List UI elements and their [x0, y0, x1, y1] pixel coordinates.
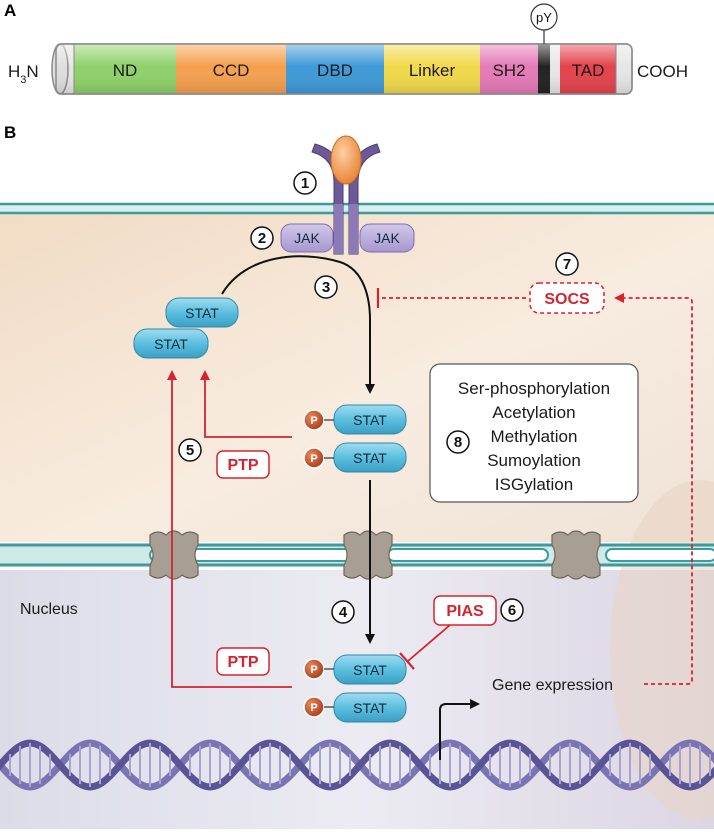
- step-4-marker: 4: [331, 600, 355, 624]
- svg-text:6: 6: [508, 602, 516, 619]
- jak-left-label: JAK: [294, 230, 320, 246]
- step-7-marker: 7: [555, 252, 579, 276]
- pias-label: PIAS: [446, 603, 484, 620]
- pias-box: PIAS: [433, 595, 497, 626]
- stat-dimer-inactive: STAT STAT: [133, 297, 239, 359]
- domain-label-ccd: CCD: [213, 61, 250, 80]
- modifications-box: Ser-phosphorylation Acetylation Methylat…: [429, 363, 639, 503]
- ptp-lower-label: PTP: [227, 654, 258, 671]
- step-6-marker: 6: [500, 598, 524, 622]
- domain-label-dbd: DBD: [317, 61, 353, 80]
- svg-text:P: P: [310, 664, 317, 676]
- stat-label-inactive-2: STAT: [154, 336, 188, 352]
- step-2-marker: 2: [250, 226, 274, 250]
- svg-text:8: 8: [454, 434, 462, 451]
- domain-label-tad: TAD: [572, 61, 605, 80]
- domain-label-sh2: SH2: [492, 61, 525, 80]
- stat-label-active-1: STAT: [353, 412, 387, 428]
- cytokine-ligand: [330, 135, 362, 185]
- stat-domain-bar: ND CCD DBD Linker SH2 TAD: [51, 43, 633, 95]
- activation-arrow: [221, 255, 375, 394]
- panel-a-letter: A: [4, 1, 16, 20]
- svg-text:1: 1: [301, 175, 309, 192]
- step-3-marker: 3: [314, 275, 338, 299]
- svg-text:2: 2: [258, 230, 266, 247]
- stat-label-active-2: STAT: [353, 450, 387, 466]
- svg-text:5: 5: [186, 442, 194, 459]
- nuclear-pore-left: [149, 530, 199, 580]
- stat-dimer-nuclear: STAT STAT P P: [303, 654, 407, 723]
- socs-box: SOCS: [529, 282, 605, 314]
- nucleus-label: Nucleus: [20, 601, 78, 618]
- gene-expression-label: Gene expression: [492, 677, 613, 694]
- modification-item: Ser-phosphorylation: [458, 379, 610, 398]
- domain-label-nd: ND: [113, 61, 138, 80]
- py-site-circle: [530, 3, 558, 31]
- svg-text:P: P: [310, 415, 317, 427]
- pias-inhibition-bar: [399, 652, 415, 670]
- socs-label: SOCS: [544, 291, 590, 308]
- ptp-box-lower: PTP: [216, 647, 270, 676]
- pias-inhibition-line: [407, 624, 451, 662]
- step-1-marker: 1: [293, 171, 317, 195]
- panel-b-letter: B: [4, 123, 16, 142]
- dephosphorylation-arrow-cytoplasm: [200, 370, 292, 438]
- c-terminus-label: COOH: [637, 62, 688, 81]
- ptp-upper-label: PTP: [227, 457, 258, 474]
- n-terminus-label: H3N: [8, 62, 39, 86]
- modification-item: Acetylation: [492, 403, 575, 422]
- socs-induction-arrow: [614, 293, 693, 685]
- stat-dimer-phosphorylated: STAT STAT P P: [303, 404, 407, 473]
- svg-text:3: 3: [322, 279, 330, 296]
- domain-label-linker: Linker: [409, 61, 456, 80]
- svg-text:4: 4: [339, 604, 348, 621]
- nuclear-pore-middle: [343, 530, 393, 580]
- jak-right-label: JAK: [374, 230, 400, 246]
- dna-double-helix: [0, 739, 714, 791]
- stat-label-inactive-1: STAT: [185, 305, 219, 321]
- modification-item: Methylation: [491, 427, 578, 446]
- ptp-box-upper: PTP: [216, 450, 270, 479]
- modification-item: ISGylation: [495, 475, 573, 494]
- py-site-label: pY: [536, 10, 552, 25]
- step-5-marker: 5: [178, 438, 202, 462]
- modification-item: Sumoylation: [487, 451, 581, 470]
- jak-left: JAK: [280, 223, 334, 253]
- jak-right: JAK: [359, 223, 415, 253]
- dephosphorylation-arrow-nucleus: [167, 370, 292, 688]
- stat-label-nuclear-2: STAT: [353, 700, 387, 716]
- stat-label-nuclear-1: STAT: [353, 662, 387, 678]
- svg-text:7: 7: [563, 256, 571, 273]
- svg-text:P: P: [310, 453, 317, 465]
- step-8-marker: 8: [446, 430, 470, 454]
- transcription-start-arrow: [439, 699, 480, 760]
- nuclear-pore-right: [551, 530, 601, 580]
- svg-text:P: P: [310, 702, 317, 714]
